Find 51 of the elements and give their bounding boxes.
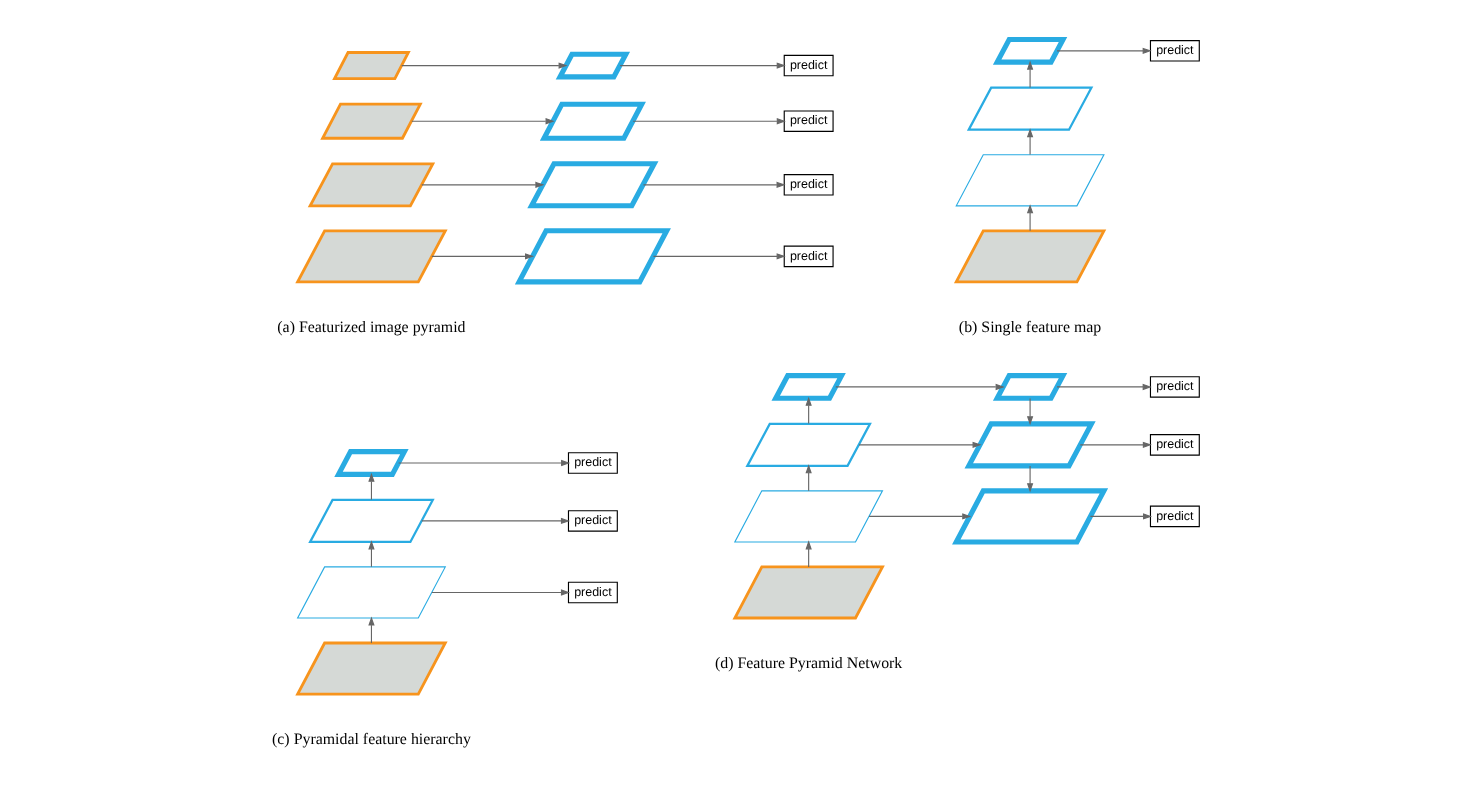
arrow — [805, 396, 812, 425]
arrow — [632, 118, 786, 125]
node-parallelogram — [295, 641, 448, 696]
label: (b) Single feature map — [958, 318, 1102, 337]
arrow — [1026, 60, 1034, 89]
node-parallelogram — [955, 154, 1105, 207]
node-parallelogram — [295, 229, 448, 284]
arrow — [1026, 465, 1034, 493]
arrow — [805, 464, 812, 492]
arrow — [858, 441, 982, 449]
label: (d) Feature Pyramid Network — [714, 654, 903, 673]
label: (c) Pyramidal feature hierarchy — [272, 730, 471, 749]
node-parallelogram — [953, 229, 1107, 284]
arrow — [1026, 204, 1034, 232]
arrow — [1026, 397, 1034, 426]
node-parallelogram — [732, 565, 885, 620]
arrow — [868, 513, 972, 520]
node-parallelogram — [296, 566, 447, 619]
node-parallelogram — [308, 498, 435, 544]
arrow — [368, 472, 375, 501]
arrow — [619, 62, 786, 69]
arrow — [421, 517, 571, 525]
node-parallelogram — [733, 490, 884, 543]
arrow — [642, 181, 786, 188]
node-parallelogram — [514, 228, 671, 285]
label: (a) Featurized image pyramid — [277, 318, 466, 337]
node-parallelogram — [307, 162, 436, 208]
node-parallelogram — [334, 449, 409, 477]
node-parallelogram — [527, 161, 659, 209]
arrow — [1089, 513, 1153, 520]
arrow — [398, 459, 571, 467]
arrow — [401, 62, 568, 69]
node-parallelogram — [332, 51, 411, 81]
arrow — [431, 589, 571, 596]
arrow — [652, 253, 786, 260]
node-parallelogram — [320, 102, 423, 140]
arrow — [835, 383, 1005, 391]
arrow — [421, 181, 545, 188]
arrow — [1056, 47, 1152, 54]
node-parallelogram — [539, 101, 646, 141]
node-parallelogram — [745, 422, 872, 467]
node-parallelogram — [771, 373, 846, 401]
arrow — [1079, 441, 1152, 449]
node-parallelogram — [964, 421, 1096, 469]
arrow — [411, 118, 555, 125]
node-parallelogram — [992, 36, 1068, 65]
arrow — [1056, 383, 1152, 391]
arrow — [1026, 128, 1034, 156]
arrow — [431, 253, 535, 260]
node-parallelogram — [952, 488, 1109, 545]
node-parallelogram — [966, 86, 1094, 131]
